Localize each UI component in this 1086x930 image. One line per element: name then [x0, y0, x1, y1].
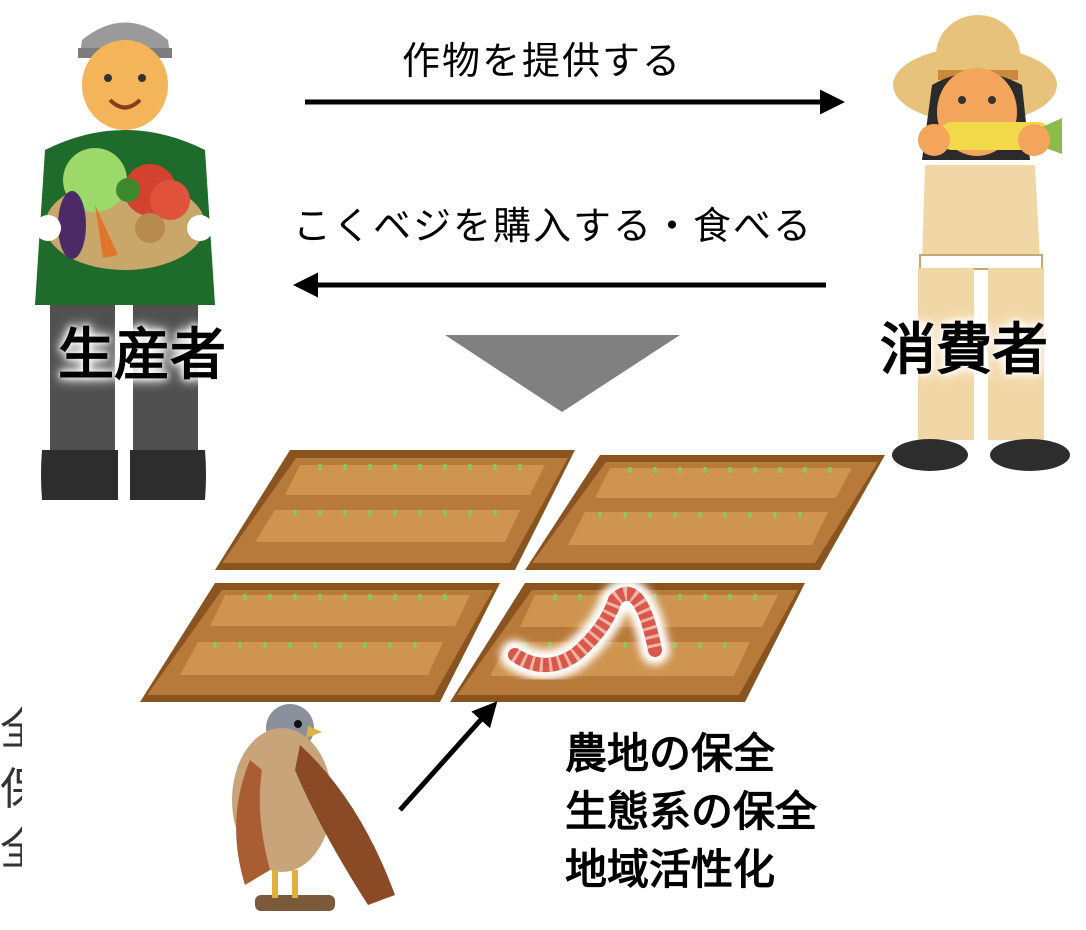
flow-label-buy-and-eat: こくベジを購入する・食べる — [293, 204, 814, 248]
benefit-farmland-conservation: 農地の保全 — [565, 729, 776, 778]
flow-label-provide-crops: 作物を提供する — [402, 39, 683, 83]
down-triangle — [445, 335, 680, 412]
left-edge-text-fragment: 全 保 全 — [0, 700, 22, 900]
role-label-producer: 生産者 — [58, 323, 226, 388]
fragment-char: 全 — [0, 700, 22, 760]
benefit-ecosystem-conservation: 生態系の保全 — [565, 787, 818, 836]
role-label-consumer: 消費者 — [880, 318, 1048, 383]
arrow-kestrel-to-field — [398, 701, 498, 812]
kestrel-illustration — [232, 704, 395, 911]
benefit-regional-revitalization: 地域活性化 — [565, 845, 776, 894]
fragment-char: 全 — [0, 820, 22, 880]
fragment-char: 保 — [0, 760, 22, 820]
earthworm-illustration — [500, 578, 670, 680]
consumer-illustration — [892, 15, 1070, 471]
farm-fields — [140, 450, 885, 702]
producer-illustration — [35, 22, 215, 500]
